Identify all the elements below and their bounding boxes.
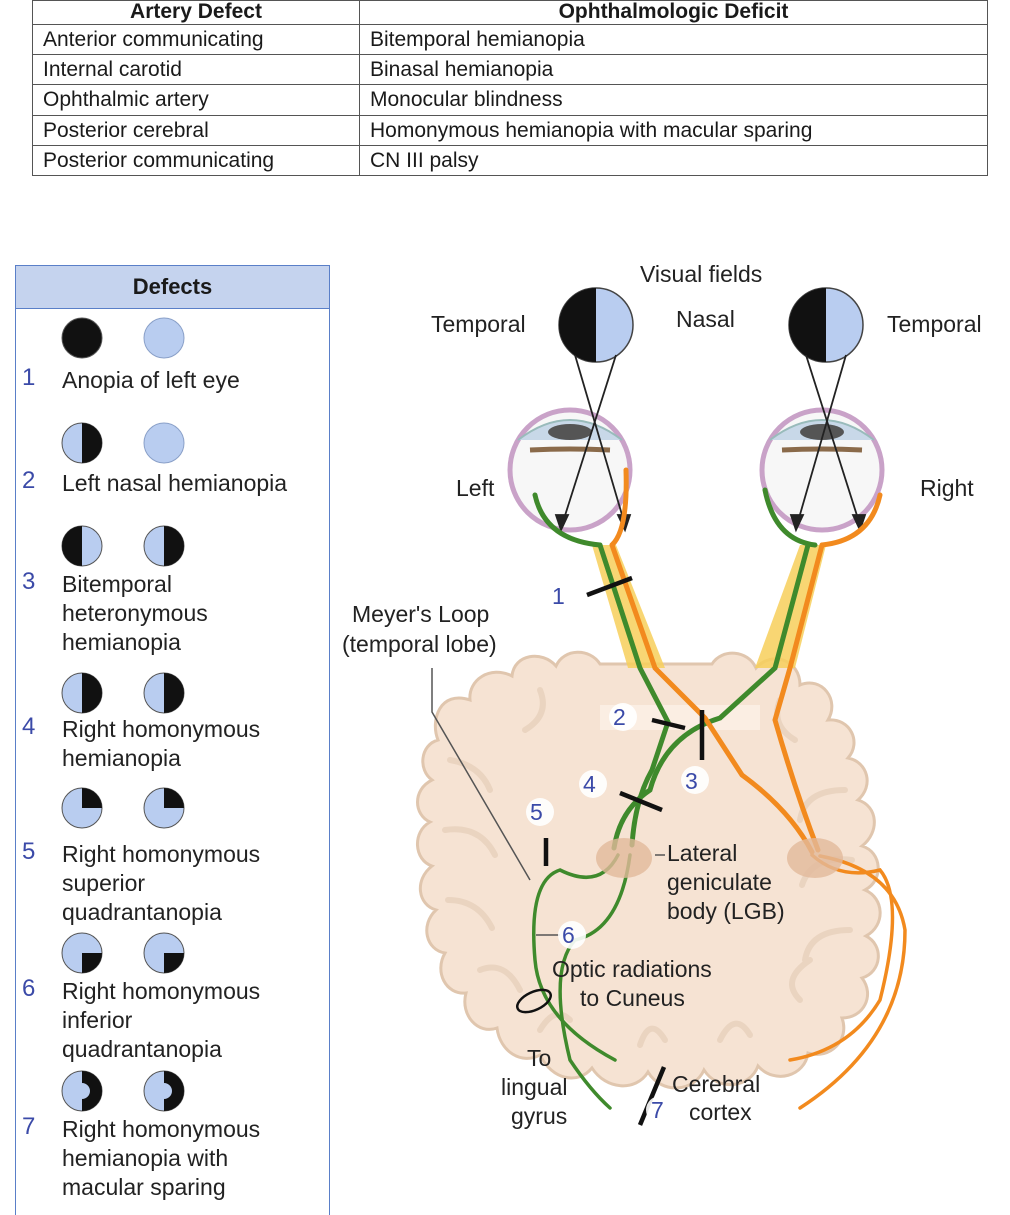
right-eye-field-icon [143, 672, 185, 714]
left-eye-field-icon [61, 525, 103, 567]
defect-label: Right homonymous inferior quadrantanopia [62, 978, 261, 1062]
table-cell: Bitemporal hemianopia [359, 23, 988, 56]
defects-panel: Defects 1 Anopia of left eye 2 Left nasa… [15, 265, 330, 1215]
artery-defect-table: Artery Defect Ophthalmologic Deficit Ant… [32, 0, 988, 177]
defect-number: 4 [22, 713, 36, 740]
defect-label: Right homonymous superior quadrantanopia [62, 841, 261, 925]
right-eye-field-icon [143, 317, 185, 359]
meyers-loop-sublabel: (temporal lobe) [342, 631, 497, 657]
left-eyeball [507, 407, 633, 533]
lesion-bar-7 [637, 1066, 667, 1126]
lesion-number-1: 1 [552, 583, 565, 609]
lesion-number-2: 2 [613, 704, 626, 730]
defect-number: 3 [22, 568, 36, 595]
lesion-number-labels: 1 2 3 4 5 6 7 [526, 582, 709, 1124]
cerebral-cortex-label-2: cortex [689, 1099, 752, 1125]
lesion-bar-2 [651, 717, 686, 731]
defect-number: 1 [22, 364, 36, 391]
column-header-artery-defect: Artery Defect [32, 0, 360, 25]
defects-title: Defects [16, 266, 329, 309]
left-eye-field-icon [61, 787, 103, 829]
lateral-geniculate-body [596, 838, 843, 878]
lesion-number-4: 4 [583, 771, 596, 797]
defect-label: Anopia of left eye [62, 367, 240, 393]
meyers-loop-leader [431, 668, 531, 881]
cuneus-label: to Cuneus [580, 985, 685, 1011]
left-eye-label: Left [456, 475, 495, 501]
optic-pathways [531, 542, 907, 1110]
left-eye-field-icon [61, 672, 103, 714]
table-row: Ophthalmic artery Monocular blindness [32, 84, 988, 116]
right-visual-field-icon [788, 287, 864, 363]
lgb-label-3: body (LGB) [667, 898, 785, 924]
right-eye-label: Right [920, 475, 974, 501]
table-cell: Binasal hemianopia [359, 54, 988, 86]
lesion-number-3: 3 [685, 768, 698, 794]
nasal-label: Nasal [676, 306, 735, 332]
table-cell: Ophthalmic artery [32, 84, 360, 116]
defect-number: 5 [22, 838, 36, 865]
table-cell: Homonymous hemianopia with macular spari… [359, 114, 988, 146]
lingual-label-1: To [527, 1045, 551, 1071]
table-cell: Posterior cerebral [32, 114, 360, 146]
right-eye-field-icon [143, 932, 185, 974]
optic-radiations-label: Optic radiations [552, 956, 712, 982]
defect-label: Right homonymous hemianopia with macular… [62, 1116, 261, 1200]
light-rays [554, 354, 867, 533]
lgb-label-2: geniculate [667, 869, 772, 895]
table-cell: Posterior communicating [32, 144, 360, 177]
left-eye-field-icon [61, 317, 103, 359]
table-header-row: Artery Defect Ophthalmologic Deficit [32, 0, 988, 25]
right-eye-field-icon [143, 422, 185, 464]
lingual-label-2: lingual [501, 1074, 568, 1100]
lesion-number-7: 7 [651, 1097, 664, 1123]
right-eye-field-icon [143, 1070, 185, 1112]
lingual-label-3: gyrus [511, 1103, 567, 1129]
right-eye-field-icon [143, 525, 185, 567]
visual-fields-label: Visual fields [640, 261, 762, 287]
defect-label: Bitemporal heteronymous hemianopia [62, 571, 208, 655]
left-visual-field-icon [558, 287, 634, 363]
defect-number: 2 [22, 467, 36, 494]
left-eye-field-icon [61, 1070, 103, 1112]
lesion-bar-4 [619, 790, 663, 813]
defect-number: 7 [22, 1113, 36, 1140]
meyers-loop-label: Meyer's Loop [352, 601, 489, 627]
table-row: Internal carotid Binasal hemianopia [32, 54, 988, 86]
lesion-ring-6 [515, 988, 553, 1014]
column-header-ophthalmologic-deficit: Ophthalmologic Deficit [359, 0, 988, 25]
right-eye-field-icon [143, 787, 185, 829]
temporal-right-label: Temporal [887, 311, 982, 337]
table-cell: Monocular blindness [359, 84, 988, 116]
lgb-label-1: Lateral [667, 840, 737, 866]
defect-number: 6 [22, 975, 36, 1002]
defect-label: Left nasal hemianopia [62, 470, 288, 496]
left-eye-field-icon [61, 422, 103, 464]
right-eyeball [759, 407, 885, 533]
left-eye-field-icon [61, 932, 103, 974]
table-cell: Internal carotid [32, 54, 360, 86]
temporal-left-label: Temporal [431, 311, 526, 337]
cerebral-cortex-label-1: Cerebral [672, 1071, 760, 1097]
lesion-number-6: 6 [562, 922, 575, 948]
table-row: Anterior communicating Bitemporal hemian… [32, 23, 988, 56]
defect-label: Right homonymous hemianopia [62, 716, 261, 771]
table-row: Posterior cerebral Homonymous hemianopia… [32, 114, 988, 146]
lesion-markers [515, 575, 705, 1126]
lesion-bar-1 [586, 575, 633, 598]
diagram-labels: Visual fields Temporal Nasal Temporal Le… [342, 261, 982, 1129]
table-cell: CN III palsy [359, 144, 988, 177]
lesion-number-5: 5 [530, 799, 543, 825]
table-row: Posterior communicating CN III palsy [32, 144, 988, 177]
